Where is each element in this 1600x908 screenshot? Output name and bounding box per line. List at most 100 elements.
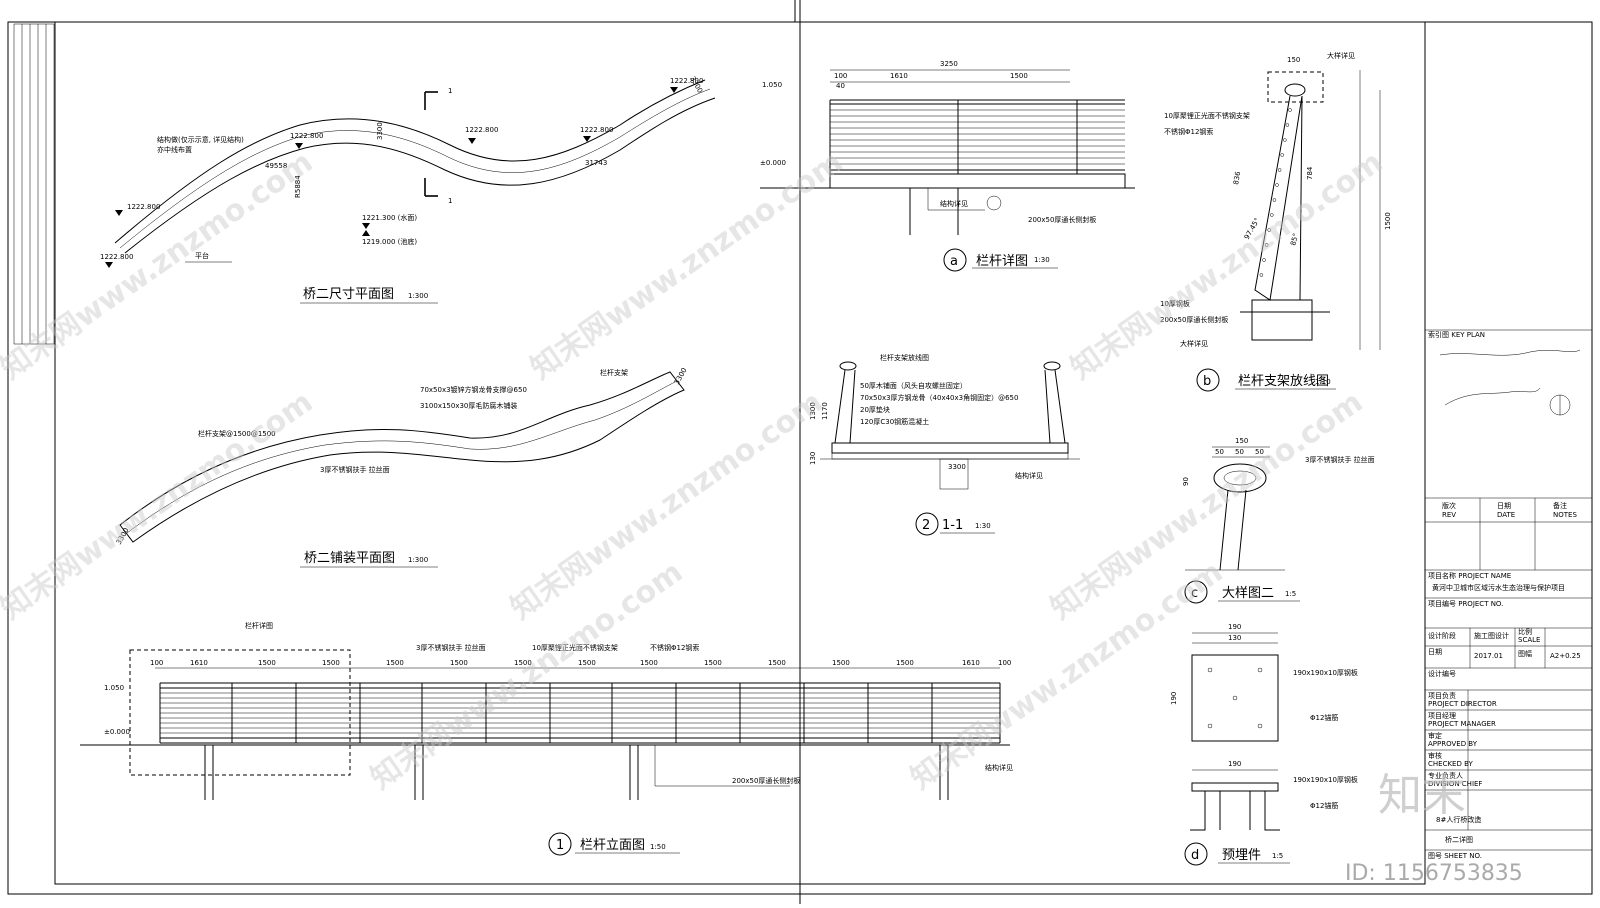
b-dim-top: 150 [1287,56,1300,64]
plan-radius-3: R5884 [294,175,302,198]
tb-phase-val: 施工图设计 [1474,631,1509,640]
plan-platform-label: 平台 [195,251,209,260]
b-len-1: 836 [1232,170,1242,185]
b-dim-height: 1500 [1384,212,1392,230]
elev-note-sideboard: 200x50厚通长侧封板 [732,776,800,785]
b-len-2: 784 [1306,166,1314,180]
railing-detail-a: 3250 1610 1500 100 40 1.050 ±0.000 结构详见 … [760,60,1135,272]
paving-note-handrail: 3厚不锈钢扶手 拉丝面 [320,465,390,474]
a-note-structure: 结构详见 [940,199,968,208]
s-height-3: 130 [809,452,817,465]
s-title: 1-1 [942,518,963,533]
elev-level-zero: ±0.000 [104,728,130,736]
tb-manager: 项目经理 [1428,711,1456,720]
plan-elev-5: 1222.800 [580,126,613,134]
d-dim-h: 190 [1170,692,1178,705]
tb-check-en: CHECKED BY [1428,760,1474,768]
elev-note-detail: 栏杆详图 [245,621,273,630]
c-dim-2: 50 [1235,448,1244,456]
elev-dim-label: 1500 [640,659,658,667]
tb-notes: 备注 [1553,501,1567,510]
tb-approve: 审定 [1428,731,1442,740]
b-title: 栏杆支架放线图 [1238,374,1329,389]
s-note-6: 结构详见 [1015,471,1043,480]
b-cable-hole [1285,123,1290,127]
b-cable-hole [1267,228,1271,232]
elev-dim-label: 1500 [896,659,914,667]
tb-discipline-en: DIVISION CHIEF [1428,780,1482,788]
tb-drawing: 桥二详图 [1445,835,1473,844]
b-note-5: 200x50厚通长侧封板 [1160,315,1228,324]
tb-design-no: 设计编号 [1428,669,1456,678]
elev-note-structure: 结构详见 [985,763,1013,772]
s-number: 2 [922,518,930,533]
tb-date: 日期 [1497,502,1511,510]
plan-radius-1: 49558 [265,162,287,170]
watermark-1: 知末网www.znzmo.com [0,145,319,387]
elev-note-cable: 不锈钢Φ12钢索 [650,643,699,652]
s-scale: 1:30 [975,522,991,530]
elev-level-top: 1.050 [104,684,124,692]
b-cable-hole [1272,198,1277,202]
tb-rev: 版次 [1442,501,1456,510]
plan-elev-6: 1222.800 [670,77,703,85]
plan-elev-1: 1222.800 [127,203,160,211]
a-level-top: 1.050 [762,81,782,89]
paving-plan-title: 桥二铺装平面图 [304,551,395,566]
plan-note-structure: 结构做(仅示示意, 详见结构) [157,135,244,144]
d-note-plate-2: 190x190x10厚钢板 [1293,775,1358,784]
tb-scale-en: SCALE [1518,636,1540,644]
paving-width-end: 3300 [673,367,689,386]
tb-keymap: 索引图 KEY PLAN [1428,330,1485,339]
d-scale: 1:5 [1272,852,1283,860]
c-title: 大样图二 [1222,586,1274,601]
d-note-anchor: Φ12锚筋 [1310,713,1338,722]
tb-date2: 日期 [1428,648,1442,656]
a-dim-total: 3250 [940,60,958,68]
paving-note-deck: 3100x150x30厚毛防腐木铺装 [420,401,517,410]
tb-notes-en: NOTES [1553,511,1577,519]
elev-number: 1 [556,838,564,853]
tb-pm: 项目负责 [1428,691,1456,700]
a-dim-3: 100 [834,72,847,80]
section-1-1: 栏杆支架放线图 50厚木铺面（风头自攻螺丝固定） 70x50x3厚方钢龙骨（40… [809,353,1080,536]
brand-logo: 知末 [1378,770,1466,821]
b-scale: 1:10 [1315,378,1331,386]
elev-dim-label: 100 [150,659,163,667]
a-number: a [950,254,958,269]
section-mark-bottom: 1 [448,197,452,205]
d-note-plate: 190x190x10厚钢板 [1293,668,1358,677]
watermarks: 知末网www.znzmo.com 知末网www.znzmo.com 知末网www… [0,145,1523,886]
elev-dim-label: 100 [998,659,1011,667]
tb-phase: 设计阶段 [1428,631,1456,640]
tb-drawing-sub: 8#人行桥改造 [1436,815,1481,824]
plan-elev-4: 1222.800 [465,126,498,134]
a-dim-4: 40 [836,82,845,90]
watermark-3: 知末网www.znzmo.com [1065,145,1390,387]
a-dim-1: 1610 [890,72,908,80]
plan-note-centerline: 亦中线布置 [157,145,192,154]
bridge-size-plan: 1 1 1222.800 1222.800 1222.800 1222.800 … [100,75,716,304]
image-id: ID: 1156753835 [1345,861,1523,886]
b-cable-hole [1275,183,1279,187]
elev-dim-label: 1500 [832,659,850,667]
c-dim-height: 90 [1182,477,1190,486]
tb-sheet-no: 图号 SHEET NO. [1428,852,1482,860]
tb-project-label: 项目名称 PROJECT NAME [1428,571,1511,580]
elev-dim-label: 1500 [386,659,404,667]
elev-dim-label: 1500 [514,659,532,667]
a-note-sideboard: 200x50厚通长侧封板 [1028,215,1096,224]
title-block: 索引图 KEY PLAN 版次 REV 日期 DATE 备注 NOTES 项目名… [1425,329,1592,860]
elev-dim-label: 1610 [962,659,980,667]
paving-note-bracket: 栏杆支架 [600,368,628,377]
tb-approve-en: APPROVED BY [1428,740,1478,748]
b-cable-hole [1277,168,1282,172]
plan-elev-2: 1222.800 [100,253,133,261]
c-number: c [1191,586,1198,601]
s-note-4: 20厚垫块 [860,405,890,414]
s-note-1: 栏杆支架放线图 [880,353,929,362]
embedded-part-d: 190 130 190 190x190x10厚钢板 Φ12锚筋 190 190x… [1170,623,1358,866]
b-cable-hole [1264,243,1269,247]
